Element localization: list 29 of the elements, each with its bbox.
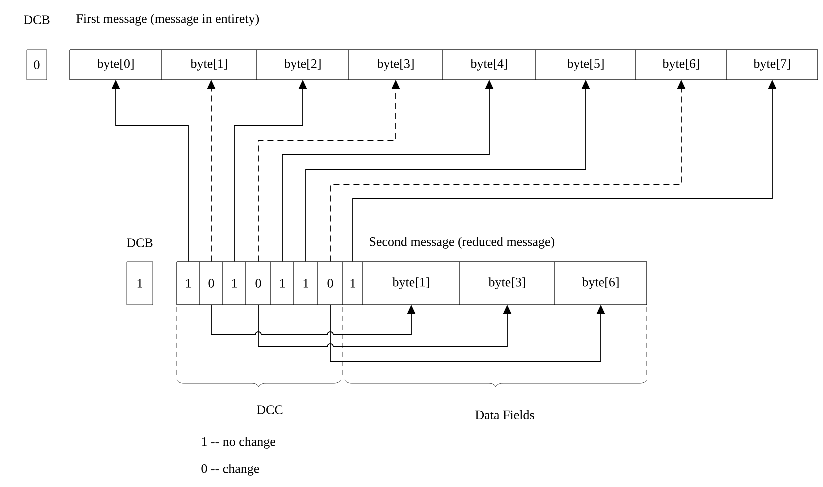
label: Data Fields: [476, 410, 534, 420]
cell: 0: [318, 262, 344, 306]
cell: 0: [246, 262, 272, 306]
cell: byte[1]: [362, 262, 460, 306]
cell: 1: [176, 262, 200, 306]
heading: First message (message in entirety): [76, 14, 260, 26]
cell: byte[6]: [636, 50, 728, 80]
cell: byte[6]: [554, 262, 648, 306]
cell: byte[3]: [348, 50, 444, 80]
cell: 1: [126, 262, 154, 306]
cell: byte[5]: [536, 50, 636, 80]
cell: 0: [26, 50, 48, 80]
cell: byte[1]: [162, 50, 258, 80]
cell: byte[7]: [726, 50, 818, 80]
heading: DCB: [127, 238, 153, 248]
cell: byte[2]: [256, 50, 350, 80]
cell: 1: [270, 262, 294, 306]
cell: byte[3]: [460, 262, 556, 306]
cell: 0: [200, 262, 224, 306]
cell: 1: [342, 262, 364, 306]
label: 0 -- change: [202, 464, 260, 476]
heading: DCB: [24, 16, 50, 24]
cell: 1: [222, 262, 246, 306]
cell: 1: [294, 262, 318, 306]
heading: Second message (reduced message): [370, 237, 555, 249]
label: DCC: [257, 406, 283, 414]
cell: byte[0]: [70, 50, 162, 80]
label: 1 -- no change: [202, 437, 276, 449]
cell: byte[4]: [442, 50, 536, 80]
